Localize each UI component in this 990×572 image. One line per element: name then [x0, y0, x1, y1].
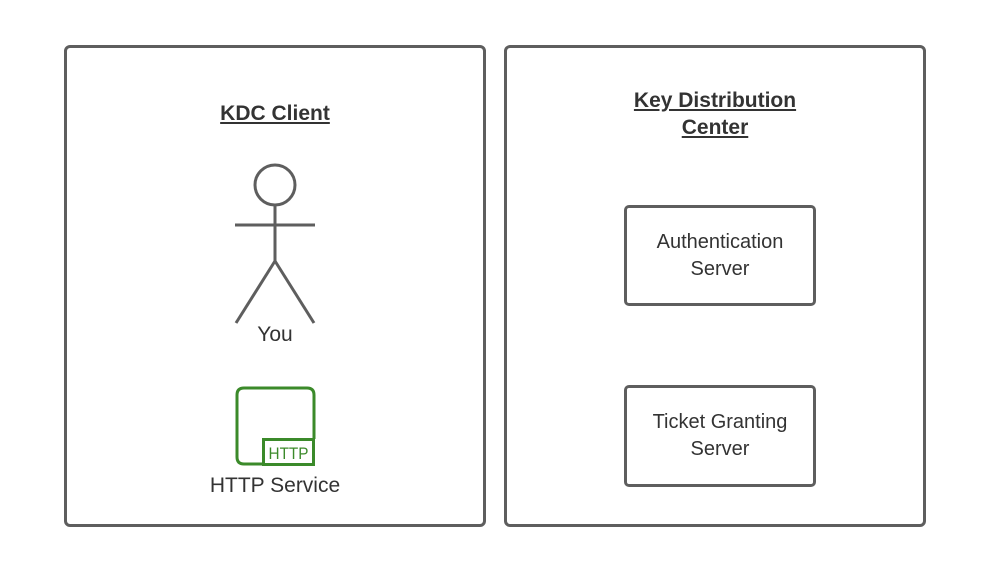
- http-service-icon: HTTP: [235, 386, 316, 466]
- http-service-label: HTTP Service: [209, 474, 341, 497]
- authentication-server-line2: Server: [690, 257, 750, 280]
- kdc-client-frame: [64, 45, 486, 527]
- kdc-title-line1: Key Distribution: [633, 89, 797, 112]
- kdc-title: Key Distribution Center: [590, 87, 840, 141]
- ticket-granting-server: Ticket Granting Server: [624, 385, 816, 487]
- kdc-client-title: KDC Client: [220, 102, 330, 125]
- kdc-frame: [504, 45, 926, 527]
- kdc-title-line2: Center: [681, 116, 749, 139]
- http-badge-text: HTTP: [269, 444, 309, 463]
- user-actor-icon: [234, 163, 316, 324]
- ticket-granting-server-line1: Ticket Granting: [652, 411, 788, 433]
- authentication-server-line1: Authentication: [656, 230, 784, 253]
- actor-label: You: [257, 323, 293, 346]
- authentication-server: Authentication Server: [624, 205, 816, 306]
- ticket-granting-server-line2: Server: [690, 438, 750, 460]
